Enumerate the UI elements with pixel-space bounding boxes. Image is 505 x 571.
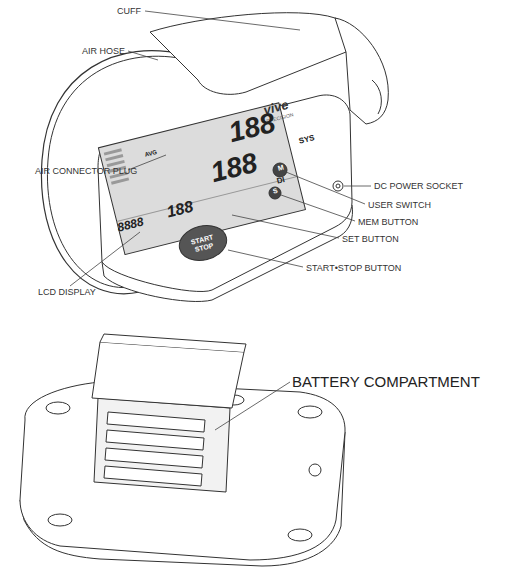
part-label: MEM BUTTON (358, 218, 418, 227)
cuff (150, 13, 351, 95)
part-label: DC POWER SOCKET (374, 182, 463, 191)
button-letter: S (272, 187, 278, 195)
battery (104, 412, 205, 486)
dc-power-socket (333, 181, 343, 191)
leader-line (128, 51, 158, 60)
socket (309, 464, 321, 476)
leader-line (344, 186, 371, 187)
battery-compartment (94, 398, 230, 492)
foot (46, 402, 70, 414)
mem-button (273, 163, 287, 177)
leader-line (215, 382, 290, 430)
part-label: SET BUTTON (342, 235, 399, 244)
part-label: AIR HOSE (82, 47, 125, 56)
leader-line (228, 250, 303, 267)
part-label: START•STOP BUTTON (306, 264, 401, 273)
part-label: LCD DISPLAY (38, 288, 96, 297)
battery-lid (100, 334, 246, 352)
part-label: AIR CONNECTOR PLUG (35, 167, 137, 176)
base-body (20, 382, 345, 560)
monitor-body (98, 95, 352, 292)
set-button (269, 187, 281, 199)
leader-line (145, 11, 300, 30)
foot (48, 514, 72, 526)
part-label: CUFF (117, 7, 141, 16)
leader-lines (70, 11, 371, 430)
leader-line (232, 215, 339, 238)
dc-power-socket (336, 184, 340, 188)
part-label: BATTERY COMPARTMENT (292, 374, 480, 389)
battery-lid (92, 342, 244, 408)
start-stop-button (176, 221, 231, 266)
foot (288, 529, 312, 541)
leader-line (286, 172, 365, 204)
lcd-divider (117, 177, 297, 222)
foot (298, 406, 322, 418)
leader-line (70, 232, 140, 286)
button-letter: M (277, 164, 284, 172)
leader-line (281, 195, 355, 221)
part-label: USER SWITCH (368, 201, 431, 210)
cuff (372, 80, 381, 114)
